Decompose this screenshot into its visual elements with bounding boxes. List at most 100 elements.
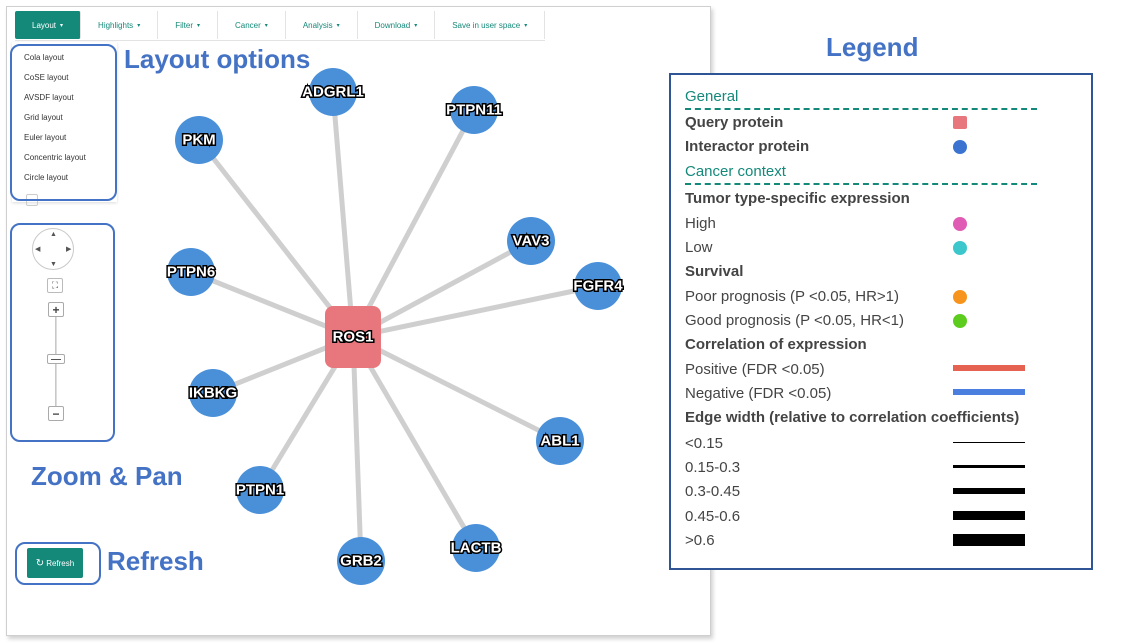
edge-ros1-abl1[interactable] xyxy=(351,334,562,444)
edge-ros1-adgrl1[interactable] xyxy=(330,91,356,338)
node-label: PTPN6 xyxy=(167,264,215,281)
legend-width-3: 0.3-0.45 xyxy=(685,483,741,500)
legend-tumor-expression-heading: Tumor type-specific expression xyxy=(685,190,910,207)
zoom-in-button[interactable]: + xyxy=(48,302,64,317)
chevron-down-icon: ▾ xyxy=(60,22,64,29)
legend-annotation: Legend xyxy=(826,32,919,62)
good-prognosis-swatch xyxy=(953,314,967,328)
node-label: VAV3 xyxy=(513,233,550,250)
legend-poor-prognosis: Poor prognosis (P <0.05, HR>1) xyxy=(685,288,900,305)
node-adgrl1[interactable]: ADGRL1 xyxy=(301,68,365,116)
menu-cancer[interactable]: Cancer▾ xyxy=(218,11,286,39)
node-ptpn6[interactable]: PTPN6 xyxy=(165,248,217,296)
interactor-node-circle[interactable] xyxy=(309,68,357,116)
layout-option-avsdf[interactable]: AVSDF layout xyxy=(24,93,74,102)
interactor-node-circle[interactable] xyxy=(337,537,385,585)
zoom-out-button[interactable]: − xyxy=(48,406,64,421)
query-protein-swatch xyxy=(953,116,967,129)
node-grb2[interactable]: GRB2 xyxy=(337,537,385,585)
pan-down-icon[interactable]: ▼ xyxy=(50,261,57,268)
chevron-down-icon: ▾ xyxy=(196,22,200,29)
menu-download[interactable]: Download▾ xyxy=(358,11,436,39)
node-lactb[interactable]: LACTB xyxy=(449,524,503,572)
edge-ros1-pkm[interactable] xyxy=(197,138,355,339)
interactor-node-circle[interactable] xyxy=(574,262,622,310)
menu-bar: Layout▾ Highlights▾ Filter▾ Cancer▾ Anal… xyxy=(15,11,546,41)
edge-ros1-grb2[interactable] xyxy=(350,336,364,562)
node-label: PTPN11 xyxy=(446,102,502,119)
menu-highlights[interactable]: Highlights▾ xyxy=(81,11,159,39)
legend-cancer-context-heading: Cancer context xyxy=(685,163,786,180)
chevron-down-icon: ▾ xyxy=(137,22,141,29)
high-expression-swatch xyxy=(953,217,967,231)
interactor-node-circle[interactable] xyxy=(175,116,223,164)
edge-width-line xyxy=(953,534,1025,546)
legend-positive: Positive (FDR <0.05) xyxy=(685,361,825,378)
legend-good-prognosis: Good prognosis (P <0.05, HR<1) xyxy=(685,312,905,329)
pan-control[interactable]: ▲ ▼ ◀ ▶ xyxy=(32,228,74,270)
node-label: GRB2 xyxy=(340,553,382,570)
fit-to-screen-icon[interactable]: ⛶ xyxy=(47,278,63,293)
legend-general-heading: General xyxy=(685,88,739,105)
menu-save-user-space[interactable]: Save in user space▾ xyxy=(435,11,546,39)
legend-width-4: 0.45-0.6 xyxy=(685,508,741,525)
node-label: ABL1 xyxy=(540,433,579,450)
layout-option-cola[interactable]: Cola layout xyxy=(24,53,65,62)
legend-width-5: >0.6 xyxy=(685,532,715,549)
interactor-node-circle[interactable] xyxy=(507,217,555,265)
interactor-protein-swatch xyxy=(953,140,967,154)
node-label: PTPN1 xyxy=(236,482,284,499)
edge-ros1-ptpn11[interactable] xyxy=(350,108,477,339)
menu-layout[interactable]: Layout▾ xyxy=(15,11,82,39)
refresh-label: Refresh xyxy=(46,558,75,568)
zoom-slider-handle[interactable] xyxy=(47,354,65,364)
menu-filter[interactable]: Filter▾ xyxy=(158,11,218,39)
query-node-box[interactable] xyxy=(325,306,381,368)
node-label: PKM xyxy=(182,132,215,149)
interactor-node-circle[interactable] xyxy=(189,369,237,417)
edge-ros1-vav3[interactable] xyxy=(351,238,533,340)
poor-prognosis-swatch xyxy=(953,290,967,304)
node-label: LACTB xyxy=(451,540,502,557)
edge-ros1-lactb[interactable] xyxy=(350,335,479,550)
pan-left-icon[interactable]: ◀ xyxy=(35,246,41,253)
legend-low: Low xyxy=(685,239,713,256)
layout-option-grid[interactable]: Grid layout xyxy=(24,113,63,122)
node-fgfr4[interactable]: FGFR4 xyxy=(572,262,625,310)
interactor-node-circle[interactable] xyxy=(536,417,584,465)
legend-interactor-protein: Interactor protein xyxy=(685,138,810,155)
layout-option-circle[interactable]: Circle layout xyxy=(24,173,69,182)
edge-width-line xyxy=(953,442,1025,443)
pan-up-icon[interactable]: ▲ xyxy=(50,231,57,238)
legend-high: High xyxy=(685,215,716,232)
positive-correlation-line xyxy=(953,365,1025,371)
interactor-node-circle[interactable] xyxy=(236,466,284,514)
edge-ros1-fgfr4[interactable] xyxy=(352,283,599,340)
node-ptpn11[interactable]: PTPN11 xyxy=(445,86,503,134)
refresh-button[interactable]: ↻ Refresh xyxy=(27,548,83,578)
interactor-node-circle[interactable] xyxy=(450,86,498,134)
legend-width-1: <0.15 xyxy=(685,435,723,452)
legend-edge-width-heading: Edge width (relative to correlation coef… xyxy=(685,409,1020,426)
menu-analysis[interactable]: Analysis▾ xyxy=(286,11,358,39)
legend-survival-heading: Survival xyxy=(685,263,744,280)
layout-option-concentric[interactable]: Concentric layout xyxy=(24,153,86,162)
node-label: ADGRL1 xyxy=(302,84,364,101)
negative-correlation-line xyxy=(953,389,1025,395)
interactor-node-circle[interactable] xyxy=(167,248,215,296)
edge-width-line xyxy=(953,465,1025,468)
node-vav3[interactable]: VAV3 xyxy=(507,217,555,265)
node-abl1[interactable]: ABL1 xyxy=(536,417,584,465)
node-pkm[interactable]: PKM xyxy=(175,116,223,164)
divider xyxy=(685,108,1037,110)
node-ptpn1[interactable]: PTPN1 xyxy=(234,466,286,514)
legend-correlation-heading: Correlation of expression xyxy=(685,336,867,353)
refresh-highlight-box xyxy=(15,542,101,585)
layout-option-euler[interactable]: Euler layout xyxy=(24,133,67,142)
interactor-node-circle[interactable] xyxy=(452,524,500,572)
node-ikbkg[interactable]: IKBKG xyxy=(187,369,239,417)
query-node-ros1[interactable]: ROS1 xyxy=(325,306,381,368)
layout-option-cose[interactable]: CoSE layout xyxy=(24,73,69,82)
pan-right-icon[interactable]: ▶ xyxy=(66,246,72,253)
